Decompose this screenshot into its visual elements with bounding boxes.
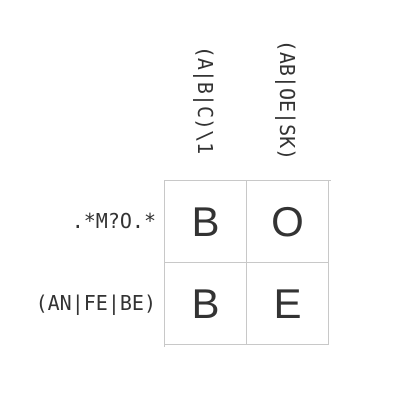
grid-cell-r1c1[interactable]: B <box>165 181 247 263</box>
column-clue-1-text: (A|B|C)\1 <box>193 45 217 155</box>
grid-cell-r2c2[interactable]: E <box>247 263 329 345</box>
column-clue-1: (A|B|C)\1 <box>190 30 220 170</box>
row-clue-1: .*M?O.* <box>71 209 156 233</box>
column-clue-2-text: (AB|OE|SK) <box>275 39 300 161</box>
grid-cell-r2c1[interactable]: B <box>165 263 247 345</box>
grid-cell-r1c2[interactable]: O <box>247 181 329 263</box>
row-clue-2: (AN|FE|BE) <box>35 291 156 315</box>
column-clue-2: (AB|OE|SK) <box>272 30 302 170</box>
puzzle-grid: B O B E <box>164 180 331 347</box>
